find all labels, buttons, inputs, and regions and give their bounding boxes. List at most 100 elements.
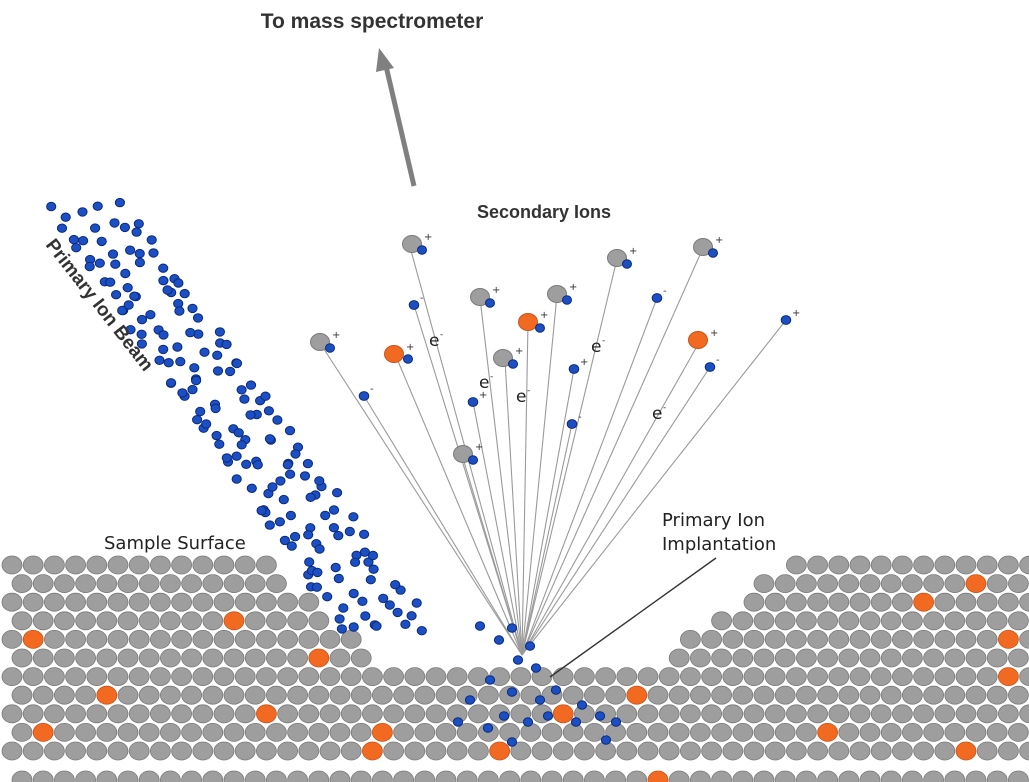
- matrix-atom: [1019, 667, 1029, 686]
- matrix-atom: [44, 555, 65, 575]
- matrix-atom: [138, 611, 160, 631]
- primary-ion: [290, 449, 301, 459]
- matrix-atom: [234, 630, 256, 649]
- matrix-atom: [870, 592, 892, 612]
- primary-ion-beam: [46, 197, 427, 636]
- primary-ion: [275, 476, 286, 486]
- secondary-ions-label: Secondary Ions: [477, 202, 611, 222]
- matrix-atom: [786, 741, 807, 761]
- matrix-atom: [128, 630, 150, 649]
- matrix-atom: [265, 611, 287, 631]
- matrix-atom: [11, 611, 33, 631]
- matrix-atom: [65, 555, 86, 575]
- matrix-atom: [944, 770, 966, 782]
- matrix-atom: [923, 648, 944, 668]
- matrix-atom: [753, 648, 775, 668]
- matrix-atom: [149, 704, 171, 724]
- charge-minus: -: [716, 355, 720, 366]
- matrix-atom: [976, 592, 998, 612]
- dopant-atom: [255, 704, 277, 724]
- matrix-atom: [828, 741, 850, 761]
- matrix-atom: [138, 723, 160, 742]
- primary-ion: [365, 575, 376, 585]
- primary-ion: [322, 592, 333, 602]
- electron-charge: -: [527, 386, 530, 396]
- matrix-atom: [722, 667, 744, 686]
- matrix-atom: [96, 723, 118, 742]
- matrix-atom: [277, 704, 299, 724]
- matrix-atom: [1008, 648, 1029, 668]
- matrix-atom: [934, 741, 956, 761]
- primary-ion: [158, 330, 169, 340]
- primary-ion: [390, 580, 401, 590]
- primary-ion: [231, 451, 242, 461]
- matrix-atom: [849, 704, 871, 724]
- primary-ion: [192, 415, 203, 425]
- matrix-atom: [65, 667, 86, 686]
- matrix-atom: [213, 741, 235, 761]
- matrix-atom: [171, 555, 193, 575]
- matrix-atom: [807, 630, 828, 649]
- matrix-atom: [107, 741, 129, 761]
- charge-plus: +: [492, 285, 500, 296]
- matrix-atom: [75, 770, 96, 782]
- matrix-atom: [934, 630, 956, 649]
- primary-ion: [333, 573, 344, 584]
- primary-ion: [272, 415, 283, 425]
- primary-ion: [263, 406, 274, 416]
- ejection-ray: [504, 359, 523, 656]
- matrix-atom: [923, 723, 944, 742]
- implanted-ion: [464, 695, 476, 705]
- electron-label: e: [479, 373, 489, 393]
- matrix-atom: [287, 770, 308, 782]
- matrix-atom: [383, 667, 405, 686]
- up-arrow-icon: [383, 65, 417, 187]
- matrix-atom: [605, 685, 626, 705]
- secondary-dopant-ion: [384, 345, 404, 363]
- matrix-atom: [870, 555, 892, 575]
- implanted-ion: [493, 635, 505, 645]
- matrix-atom: [128, 741, 150, 761]
- matrix-atom: [319, 741, 341, 761]
- matrix-atom: [764, 667, 786, 686]
- primary-ion: [312, 567, 323, 578]
- matrix-atom: [774, 648, 796, 668]
- matrix-atom: [117, 770, 139, 782]
- matrix-atom: [838, 611, 860, 631]
- matrix-atom: [849, 592, 871, 612]
- matrix-atom: [680, 741, 701, 761]
- matrix-atom: [22, 592, 44, 612]
- ejection-ray: [363, 395, 523, 656]
- secondary-ion: [408, 300, 420, 310]
- matrix-atom: [870, 630, 892, 649]
- matrix-atom: [574, 667, 595, 686]
- matrix-atom: [499, 770, 520, 782]
- matrix-atom: [817, 611, 838, 631]
- matrix-atom: [319, 704, 341, 724]
- matrix-atom: [595, 741, 616, 761]
- matrix-atom: [32, 770, 54, 782]
- matrix-atom: [923, 685, 944, 705]
- dopant-atom: [817, 723, 838, 742]
- implanted-ion: [512, 655, 524, 665]
- matrix-atom: [11, 685, 33, 705]
- matrix-atom: [1019, 630, 1029, 649]
- matrix-atom: [44, 704, 65, 724]
- matrix-atom: [817, 648, 838, 668]
- primary-ion: [328, 505, 340, 515]
- matrix-atom: [510, 741, 532, 761]
- matrix-atom: [828, 667, 850, 686]
- matrix-atom: [75, 685, 96, 705]
- matrix-atom: [117, 611, 139, 631]
- dopant-atom: [998, 667, 1019, 686]
- primary-ion: [177, 388, 188, 398]
- matrix-atom: [350, 770, 372, 782]
- primary-ion: [348, 588, 359, 599]
- matrix-atom: [149, 741, 171, 761]
- primary-ion: [304, 557, 315, 567]
- primary-ion: [212, 366, 224, 376]
- charge-plus: +: [424, 232, 432, 243]
- matrix-atom: [701, 667, 722, 686]
- primary-ion: [71, 243, 82, 253]
- matrix-atom: [86, 667, 108, 686]
